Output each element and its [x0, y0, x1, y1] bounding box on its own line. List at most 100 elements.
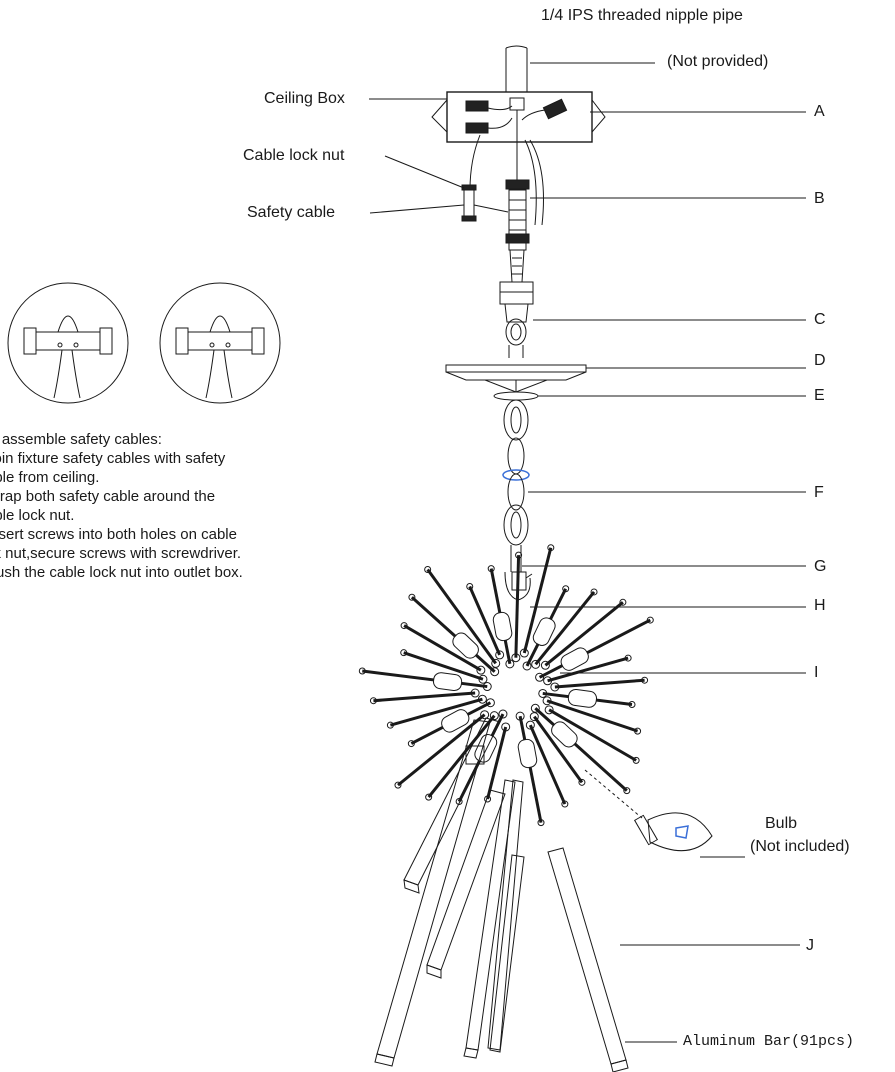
- arm-socket: [535, 672, 545, 682]
- arm-rod: [514, 555, 521, 658]
- arm-socket: [529, 712, 539, 722]
- safety-cable-instructions: O assemble safety cables: Join fixture s…: [0, 430, 243, 582]
- arm-socket: [544, 705, 554, 715]
- instruction-line: able lock nut.: [0, 507, 75, 524]
- arm-rod: [427, 714, 496, 799]
- arm-socket: [489, 711, 499, 721]
- arm-rod: [522, 547, 553, 654]
- arm-socket: [470, 688, 480, 698]
- nipple-pipe: [505, 45, 528, 92]
- arm-socket: [550, 682, 560, 692]
- label-i: I: [814, 664, 819, 681]
- arm-rod: [468, 585, 502, 656]
- arm-rod: [528, 724, 567, 805]
- arm-tip: [394, 781, 402, 789]
- candle-holder: [567, 688, 597, 708]
- label-safety-cable: Safety cable: [247, 204, 336, 221]
- arm-rod: [410, 596, 496, 673]
- instruction-line: able from ceiling.: [0, 469, 100, 486]
- leader-lines: [369, 62, 806, 1043]
- arm-tip: [547, 544, 555, 552]
- arm-socket: [485, 698, 495, 708]
- canopy: [445, 364, 587, 393]
- ceiling-box: [431, 91, 606, 226]
- label-bulb-note: (Not included): [750, 838, 850, 855]
- arm-socket: [505, 659, 515, 669]
- safety-cable-detail-left: [7, 282, 129, 404]
- candle-holder: [433, 672, 463, 692]
- arm-socket: [515, 711, 525, 721]
- arm-tip: [590, 588, 598, 596]
- arm-rod: [546, 699, 639, 733]
- arm-rod: [534, 591, 596, 666]
- candle-holder: [492, 611, 513, 642]
- arm-rod: [426, 568, 497, 665]
- label-e: E: [814, 387, 825, 404]
- cable-lock-nut: [461, 184, 509, 222]
- arm-rod: [518, 715, 543, 823]
- arm-rod: [554, 678, 645, 689]
- arm-socket: [478, 674, 488, 684]
- arm-tip: [634, 727, 642, 735]
- arm-socket: [480, 710, 490, 720]
- arm-tip: [369, 697, 377, 705]
- candle-holder: [452, 632, 479, 659]
- arm-rod: [533, 715, 584, 784]
- arm-socket: [511, 653, 521, 663]
- arm-tip: [628, 701, 636, 709]
- label-bulb: Bulb: [765, 815, 798, 832]
- candle-holder: [517, 738, 538, 769]
- arm-tip: [632, 756, 640, 764]
- arm-rod: [547, 656, 629, 683]
- arm-tip: [562, 585, 570, 593]
- arm-tip: [578, 778, 586, 786]
- arm-tip: [408, 593, 416, 601]
- chain: [502, 399, 530, 572]
- arm-tip: [646, 616, 654, 624]
- safety-cable-detail-right: [159, 282, 281, 404]
- arm-tip: [466, 582, 474, 590]
- arm-rod: [538, 618, 651, 679]
- arm-socket: [476, 665, 486, 675]
- arm-rod: [486, 726, 508, 800]
- label-d: D: [814, 352, 826, 369]
- arm-tip: [407, 740, 415, 748]
- arm-socket: [531, 659, 541, 669]
- arm-socket: [482, 682, 492, 692]
- arm-socket: [477, 694, 487, 704]
- arm-socket: [540, 660, 550, 670]
- arm-socket: [543, 676, 553, 686]
- label-c: C: [814, 311, 826, 328]
- label-not-provided: (Not provided): [667, 53, 769, 70]
- arm-rod: [534, 707, 628, 792]
- arm-socket: [495, 650, 505, 660]
- instruction-line: Join fixture safety cables with safety: [0, 450, 226, 467]
- label-b: B: [814, 190, 825, 207]
- arm-rod: [389, 697, 483, 727]
- label-a: A: [814, 103, 825, 120]
- arm-tip: [515, 551, 523, 559]
- threaded-rod: [505, 179, 530, 283]
- arm-rod: [373, 691, 476, 703]
- arm-tip: [487, 565, 495, 573]
- arm-tip: [624, 654, 632, 662]
- arm-tip: [619, 598, 627, 606]
- label-f: F: [814, 484, 824, 501]
- label-h: H: [814, 597, 826, 614]
- arm-rod: [544, 601, 624, 667]
- label-nipple-pipe: 1/4 IPS threaded nipple pipe: [541, 7, 743, 24]
- arm-socket: [498, 709, 508, 719]
- instruction-line: Push the cable lock nut into outlet box.: [0, 564, 243, 581]
- arm-socket: [538, 688, 548, 698]
- arm-tip: [623, 787, 631, 795]
- arm-tip: [641, 676, 649, 684]
- arm-tip: [400, 622, 408, 630]
- arm-tip: [537, 819, 545, 827]
- arm-tip: [400, 649, 408, 657]
- candle-holder: [532, 617, 556, 646]
- canopy-ring: [493, 391, 539, 401]
- arm-tip: [561, 800, 569, 808]
- arm-rod: [403, 651, 484, 681]
- arm-socket: [501, 722, 511, 732]
- label-j: J: [806, 937, 814, 954]
